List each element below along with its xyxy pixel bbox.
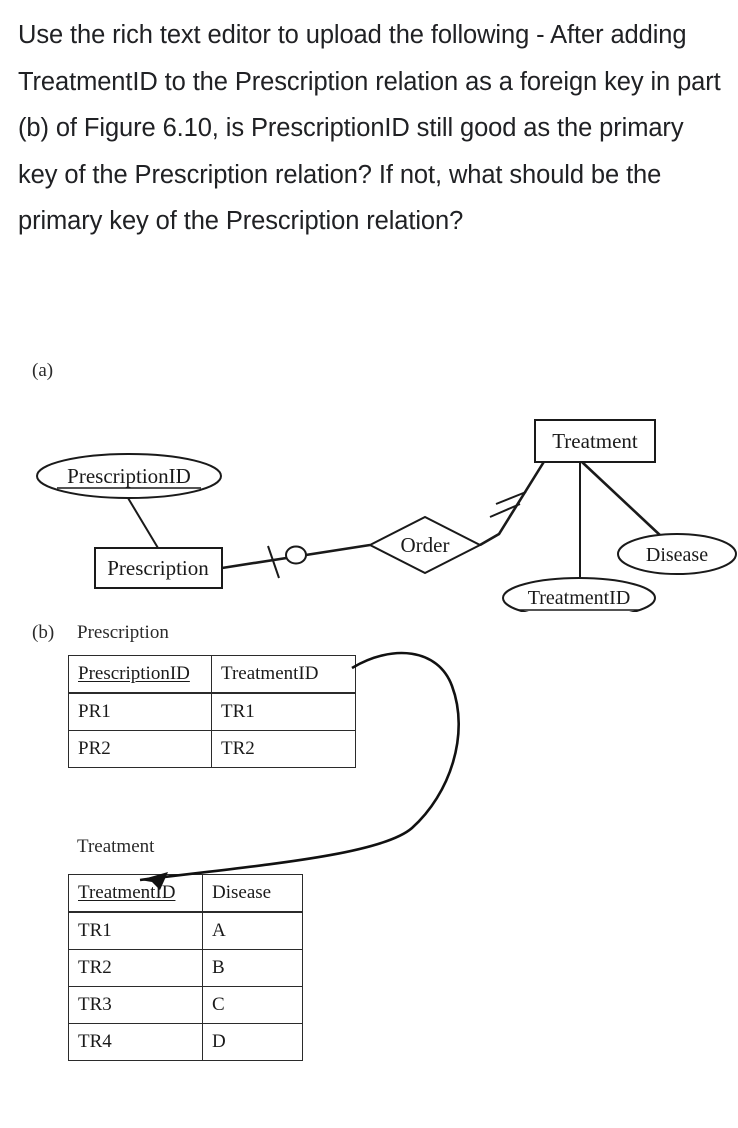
part-b-label: (b) [32, 622, 55, 643]
er-diagram-svg: Order Treatment PrescriptionID Prescript… [36, 419, 737, 612]
table-row: TR4 D [68, 1023, 303, 1061]
entity-treatment [534, 419, 656, 463]
attribute-treatmentid-label: TreatmentID [528, 587, 631, 609]
table-row: PR2 TR2 [68, 730, 356, 768]
cell-treatmentid: TR2 [211, 730, 356, 768]
cardinality-zero-circle [285, 545, 307, 565]
cardinality-one-tick-a [495, 491, 527, 505]
edge-prescriptionid-prescription [127, 497, 159, 549]
edge-treatment-disease [581, 461, 663, 538]
question-prompt: Use the rich text editor to upload the f… [18, 21, 728, 235]
cell-prescriptionid: PR2 [68, 730, 212, 768]
table-row: TR3 C [68, 986, 303, 1024]
cell-disease: A [202, 911, 303, 950]
cell-prescriptionid: PR1 [68, 692, 212, 731]
cell-treatmentid: TR3 [68, 986, 203, 1024]
part-a-label: (a) [32, 360, 54, 381]
treatment-table: TreatmentID Disease TR1 A TR2 B TR3 C TR… [68, 874, 303, 1061]
cell-treatmentid: TR1 [211, 692, 356, 731]
attribute-disease-label: Disease [646, 544, 708, 566]
attribute-disease [617, 533, 737, 575]
entity-treatment-label: Treatment [552, 429, 638, 453]
entity-prescription [94, 547, 223, 589]
cell-treatmentid: TR2 [68, 949, 203, 987]
column-header-treatmentid: TreatmentID [211, 655, 356, 694]
entity-prescription-label: Prescription [107, 556, 209, 580]
table-row: PR1 TR1 [68, 692, 356, 731]
er-diagram: Order Treatment PrescriptionID Prescript… [0, 382, 738, 612]
table-row: TR2 B [68, 949, 303, 987]
cell-treatmentid: TR4 [68, 1023, 203, 1061]
cell-disease: B [202, 949, 303, 987]
prescription-relation-title: Prescription [77, 622, 169, 643]
attribute-treatmentid [502, 577, 656, 612]
cell-disease: C [202, 986, 303, 1024]
cell-disease: D [202, 1023, 303, 1061]
column-header-prescriptionid: PrescriptionID [68, 655, 212, 694]
cardinality-one-tick-b [489, 503, 521, 518]
cardinality-one-tick [267, 545, 280, 579]
attribute-prescriptionid [36, 453, 222, 499]
edge-order-treatment [479, 459, 547, 547]
table-row: TR1 A [68, 911, 303, 950]
cell-treatmentid: TR1 [68, 911, 203, 950]
attribute-prescriptionid-label: PrescriptionID [67, 464, 191, 488]
treatment-relation-title: Treatment [77, 836, 155, 857]
prescription-table: PrescriptionID TreatmentID PR1 TR1 PR2 T… [68, 655, 356, 768]
column-header-disease: Disease [202, 874, 303, 913]
figure-6-10: (a) Order Treatment [0, 352, 738, 1128]
table-header-row: TreatmentID Disease [68, 874, 303, 913]
column-header-treatmentid: TreatmentID [68, 874, 203, 913]
table-header-row: PrescriptionID TreatmentID [68, 655, 356, 694]
relationship-order-label: Order [401, 533, 450, 557]
